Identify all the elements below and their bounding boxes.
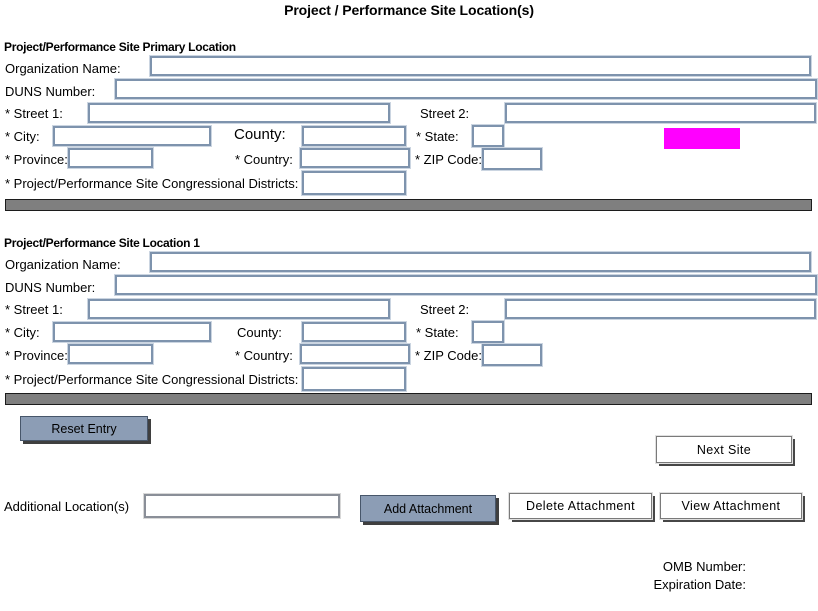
org-name-label: Organization Name: — [5, 257, 121, 272]
additional-locations-input[interactable] — [143, 493, 341, 519]
org-name-input-primary[interactable] — [149, 55, 812, 77]
duns-label: DUNS Number: — [5, 84, 96, 99]
state-input-primary[interactable] — [471, 124, 505, 148]
street1-input-location1[interactable] — [87, 298, 391, 320]
congressional-label: * Project/Performance Site Congressional… — [5, 372, 299, 387]
magenta-highlight-box[interactable] — [664, 128, 740, 149]
additional-locations-label: Additional Location(s) — [4, 499, 130, 514]
congressional-input-location1[interactable] — [301, 366, 407, 392]
next-site-button[interactable]: Next Site — [655, 435, 793, 464]
section-header-primary-location: Project/Performance Site Primary Locatio… — [4, 40, 236, 54]
section-divider-bar — [5, 199, 812, 211]
street1-label: * Street 1: — [5, 106, 63, 121]
congressional-label: * Project/Performance Site Congressional… — [5, 176, 299, 191]
zip-label: * ZIP Code: — [415, 348, 482, 363]
city-label: * City: — [5, 129, 40, 144]
province-label: * Province: — [5, 348, 68, 363]
country-label: * Country: — [235, 348, 293, 363]
state-label: * State: — [416, 129, 459, 144]
expiration-date-label: Expiration Date: — [653, 577, 747, 592]
country-input-location1[interactable] — [299, 343, 411, 365]
county-label: County: — [237, 325, 282, 340]
city-input-location1[interactable] — [52, 321, 212, 343]
street2-input-location1[interactable] — [504, 298, 817, 320]
add-attachment-button[interactable]: Add Attachment — [360, 495, 496, 522]
city-input-primary[interactable] — [52, 125, 212, 147]
org-name-label: Organization Name: — [5, 61, 121, 76]
street1-input-primary[interactable] — [87, 102, 391, 124]
street2-input-primary[interactable] — [504, 102, 817, 124]
page-title: Project / Performance Site Location(s) — [284, 2, 534, 18]
org-name-input-location1[interactable] — [149, 251, 812, 273]
country-label: * Country: — [235, 152, 293, 167]
omb-number-label: OMB Number: — [662, 559, 746, 574]
county-input-primary[interactable] — [301, 125, 407, 147]
section-header-location-1: Project/Performance Site Location 1 — [4, 236, 200, 250]
province-label: * Province: — [5, 152, 68, 167]
province-input-location1[interactable] — [67, 343, 154, 365]
state-label: * State: — [416, 325, 459, 340]
street1-label: * Street 1: — [5, 302, 63, 317]
duns-label: DUNS Number: — [5, 280, 96, 295]
county-label: County: — [234, 126, 286, 143]
zip-input-primary[interactable] — [481, 147, 543, 171]
country-input-primary[interactable] — [299, 147, 411, 169]
delete-attachment-button[interactable]: Delete Attachment — [508, 492, 653, 520]
view-attachment-button[interactable]: View Attachment — [659, 492, 803, 520]
city-label: * City: — [5, 325, 40, 340]
province-input-primary[interactable] — [67, 147, 154, 169]
reset-entry-button[interactable]: Reset Entry — [20, 416, 148, 441]
zip-input-location1[interactable] — [481, 343, 543, 367]
duns-input-location1[interactable] — [114, 274, 818, 296]
street2-label: Street 2: — [420, 302, 470, 317]
congressional-input-primary[interactable] — [301, 170, 407, 196]
zip-label: * ZIP Code: — [415, 152, 482, 167]
street2-label: Street 2: — [420, 106, 470, 121]
state-input-location1[interactable] — [471, 320, 505, 344]
section-divider-bar — [5, 393, 812, 405]
duns-input-primary[interactable] — [114, 78, 818, 100]
county-input-location1[interactable] — [301, 321, 407, 343]
